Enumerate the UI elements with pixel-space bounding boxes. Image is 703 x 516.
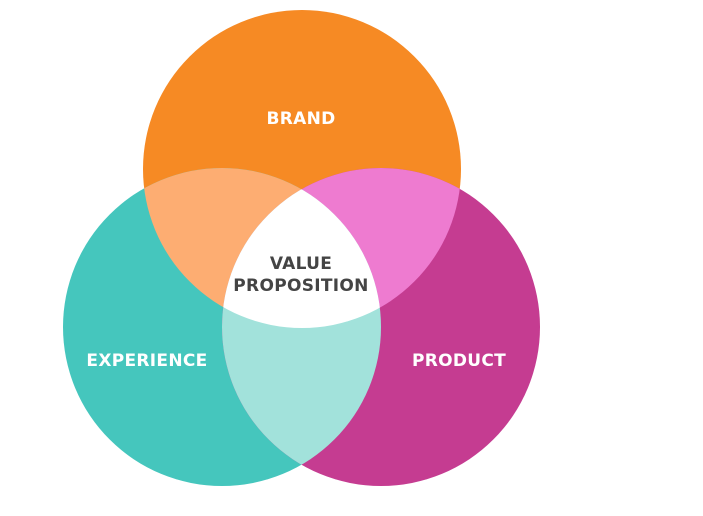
experience-label: EXPERIENCE — [86, 351, 207, 371]
value-proposition-label-line2: PROPOSITION — [233, 276, 368, 296]
product-label: PRODUCT — [412, 351, 506, 371]
brand-label: BRAND — [266, 109, 335, 129]
value-proposition-center — [222, 168, 381, 328]
value-proposition-label-line1: VALUE — [270, 254, 332, 274]
